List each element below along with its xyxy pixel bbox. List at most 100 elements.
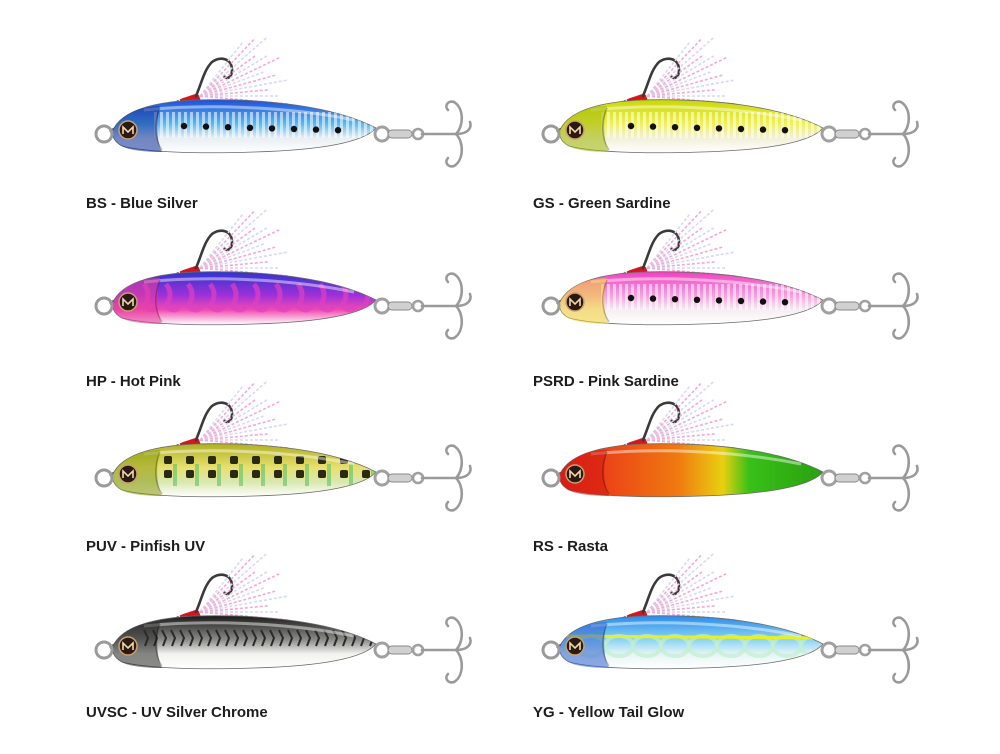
lure-image bbox=[94, 552, 472, 684]
assist-hook bbox=[194, 229, 234, 270]
lure-label: YG - Yellow Tail Glow bbox=[533, 704, 685, 721]
rear-split-ring bbox=[820, 641, 838, 659]
lure-label: PUV - Pinfish UV bbox=[86, 538, 206, 555]
lure-card: PSRD - Pink Sardine bbox=[531, 208, 951, 402]
lateral-dots bbox=[627, 122, 789, 134]
swivel bbox=[834, 645, 860, 655]
swivel bbox=[834, 473, 860, 483]
gill-line bbox=[602, 279, 610, 323]
lure-label: UVSC - UV Silver Chrome bbox=[86, 704, 268, 721]
gill-line bbox=[602, 623, 610, 667]
brand-logo-mark bbox=[569, 469, 581, 478]
front-split-ring bbox=[541, 124, 561, 144]
lure-label: BS - Blue Silver bbox=[86, 195, 198, 212]
treble-hook bbox=[867, 444, 919, 512]
brand-logo-mark bbox=[569, 125, 581, 134]
tinsel-skirt bbox=[199, 380, 290, 449]
front-split-ring bbox=[541, 468, 561, 488]
lure-image bbox=[541, 552, 919, 684]
brand-logo bbox=[565, 120, 585, 140]
brand-logo-mark bbox=[122, 297, 134, 306]
lateral-dots bbox=[627, 294, 789, 306]
brand-logo-mark bbox=[122, 641, 134, 650]
gill-line bbox=[602, 107, 610, 151]
brand-logo bbox=[118, 292, 138, 312]
assist-hook bbox=[641, 573, 681, 614]
lure-card: RS - Rasta bbox=[531, 380, 951, 574]
gill-line bbox=[602, 451, 610, 495]
lure-label: GS - Green Sardine bbox=[533, 195, 671, 212]
assist-hook bbox=[641, 229, 681, 270]
assist-hook bbox=[194, 57, 234, 98]
lure-image bbox=[94, 36, 472, 168]
brand-logo bbox=[565, 464, 585, 484]
front-split-ring bbox=[541, 640, 561, 660]
brand-logo-mark bbox=[569, 641, 581, 650]
gill-line bbox=[155, 451, 163, 495]
lure-image bbox=[94, 208, 472, 340]
lure-pattern bbox=[590, 449, 802, 466]
front-split-ring bbox=[94, 296, 114, 316]
lure-label: RS - Rasta bbox=[533, 538, 609, 555]
lure-image bbox=[94, 380, 472, 512]
gill-line bbox=[155, 107, 163, 151]
lateral-dots bbox=[180, 122, 342, 134]
front-split-ring bbox=[94, 468, 114, 488]
tinsel-skirt bbox=[646, 552, 737, 621]
treble-hook bbox=[420, 444, 472, 512]
lure-card: YG - Yellow Tail Glow bbox=[531, 552, 951, 746]
swivel bbox=[387, 301, 413, 311]
assist-hook bbox=[194, 401, 234, 442]
brand-logo bbox=[118, 120, 138, 140]
front-split-ring bbox=[94, 124, 114, 144]
treble-hook bbox=[420, 100, 472, 168]
rear-split-ring bbox=[820, 125, 838, 143]
treble-hook bbox=[867, 616, 919, 684]
lure-pattern bbox=[140, 277, 376, 313]
lure-card: BS - Blue Silver bbox=[84, 36, 504, 230]
tinsel-skirt bbox=[646, 208, 737, 277]
treble-hook bbox=[420, 272, 472, 340]
rear-split-ring bbox=[373, 641, 391, 659]
brand-logo bbox=[565, 292, 585, 312]
lure-image bbox=[541, 380, 919, 512]
lure-card: UVSC - UV Silver Chrome bbox=[84, 552, 504, 746]
gill-line bbox=[155, 279, 163, 323]
lure-card: HP - Hot Pink bbox=[84, 208, 504, 402]
front-split-ring bbox=[541, 296, 561, 316]
lure-card: GS - Green Sardine bbox=[531, 36, 951, 230]
tinsel-skirt bbox=[199, 552, 290, 621]
rear-split-ring bbox=[820, 469, 838, 487]
lure-card: PUV - Pinfish UV bbox=[84, 380, 504, 574]
tinsel-skirt bbox=[646, 380, 737, 449]
lure-image bbox=[541, 36, 919, 168]
brand-logo-mark bbox=[122, 125, 134, 134]
rear-split-ring bbox=[820, 297, 838, 315]
lure-label: HP - Hot Pink bbox=[86, 373, 181, 390]
swivel bbox=[387, 129, 413, 139]
lure-image bbox=[541, 208, 919, 340]
rear-split-ring bbox=[373, 125, 391, 143]
brand-logo bbox=[118, 636, 138, 656]
brand-logo-mark bbox=[122, 469, 134, 478]
swivel bbox=[834, 301, 860, 311]
front-split-ring bbox=[94, 640, 114, 660]
rear-split-ring bbox=[373, 297, 391, 315]
gill-line bbox=[155, 623, 163, 667]
assist-hook bbox=[194, 573, 234, 614]
brand-logo bbox=[118, 464, 138, 484]
tinsel-skirt bbox=[199, 208, 290, 277]
tinsel-skirt bbox=[646, 36, 737, 105]
assist-hook bbox=[641, 401, 681, 442]
treble-hook bbox=[867, 272, 919, 340]
lure-label: PSRD - Pink Sardine bbox=[533, 373, 679, 390]
brand-logo bbox=[565, 636, 585, 656]
rear-split-ring bbox=[373, 469, 391, 487]
swivel bbox=[834, 129, 860, 139]
swivel bbox=[387, 645, 413, 655]
assist-hook bbox=[641, 57, 681, 98]
treble-hook bbox=[420, 616, 472, 684]
brand-logo-mark bbox=[569, 297, 581, 306]
swivel bbox=[387, 473, 413, 483]
